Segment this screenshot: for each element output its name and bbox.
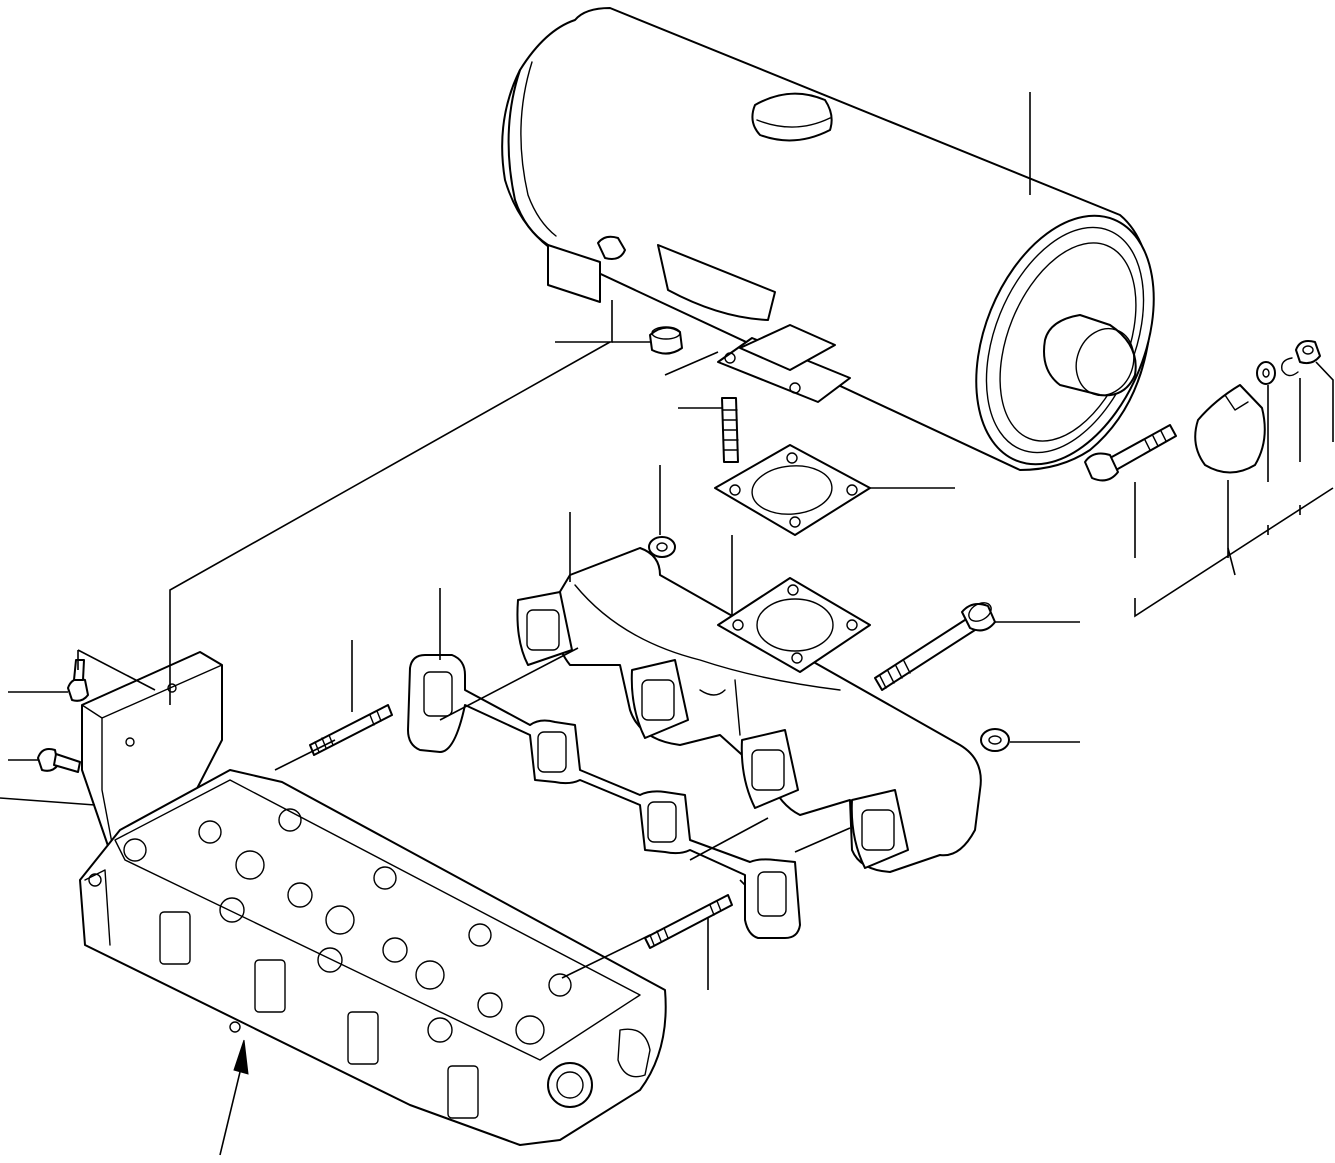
exhaust-manifold <box>516 547 982 873</box>
manifold-gasket <box>407 654 801 939</box>
flange-stud <box>721 397 739 463</box>
clamp-nut <box>1295 340 1321 365</box>
manifold-nut <box>648 536 676 558</box>
bracket-bolt-lower <box>37 748 81 773</box>
long-bolt <box>874 602 996 691</box>
leader-lines <box>0 92 1334 1156</box>
bracket-bolt-upper <box>67 659 89 702</box>
clamp-bolt <box>1084 424 1177 482</box>
manifold-nut-right <box>980 728 1010 752</box>
cylinder-head <box>79 769 667 1146</box>
bracket-nut <box>649 326 683 355</box>
muffler <box>501 7 1155 471</box>
clamp <box>1194 384 1266 474</box>
manifold-stud-upper <box>309 704 393 756</box>
spring-washer <box>1281 357 1299 377</box>
manifold-stud-lower <box>644 894 733 949</box>
plain-washer <box>1256 361 1276 385</box>
